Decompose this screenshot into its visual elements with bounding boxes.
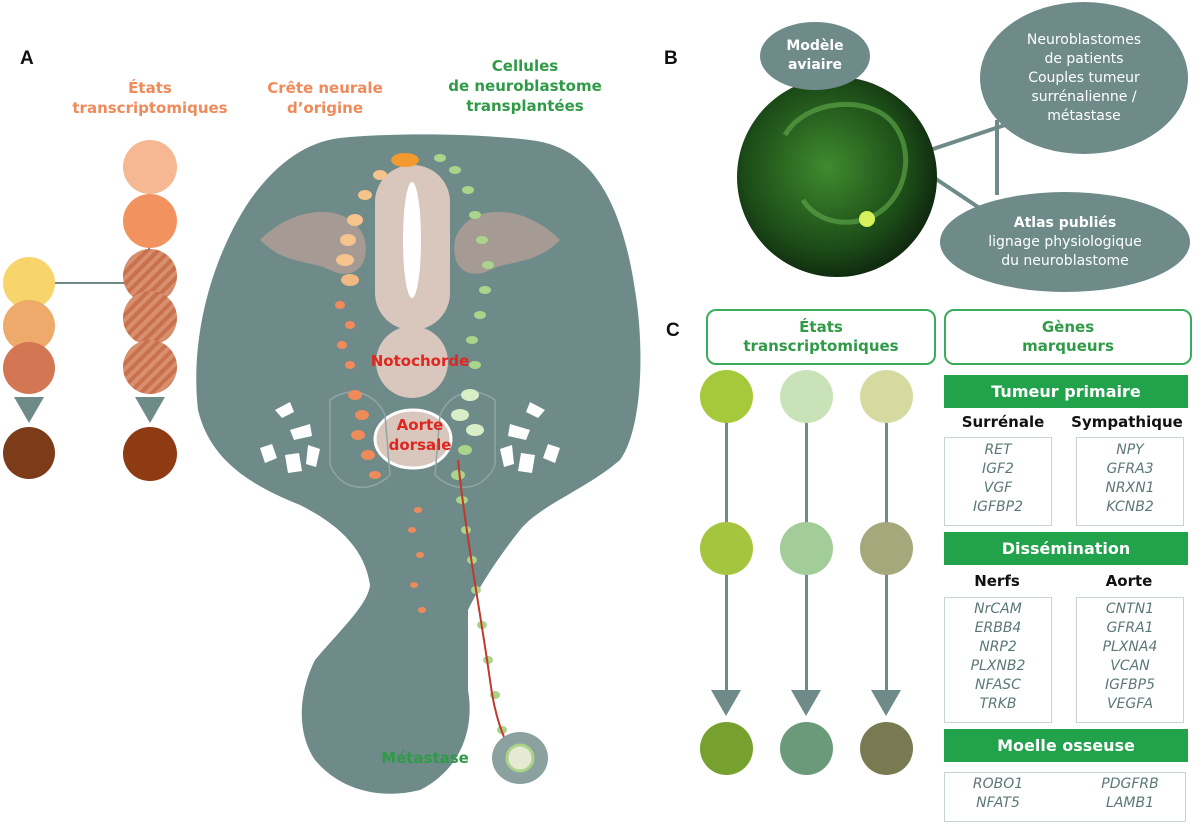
patients-bubble: Neuroblastomes de patients Couples tumeu… bbox=[980, 2, 1188, 154]
connector-line bbox=[929, 123, 1006, 152]
subheader-sympathique: Sympathique bbox=[1071, 413, 1183, 431]
genes-moelle-left: ROBO1 NFAT5 bbox=[945, 775, 1051, 813]
state-circle-c1-top bbox=[700, 370, 753, 423]
gene-label: NFAT5 bbox=[976, 795, 1020, 811]
gene-label: IGF2 bbox=[982, 461, 1014, 477]
arrow-down-icon bbox=[135, 397, 165, 423]
bar-dissemination: Dissémination bbox=[944, 532, 1188, 565]
subheader-aorte: Aorte bbox=[1105, 572, 1153, 590]
genes-surrenale-box: RET IGF2 VGF IGFBP2 bbox=[944, 437, 1052, 526]
gene-label: GFRA1 bbox=[1106, 620, 1154, 636]
arrow-down-icon bbox=[871, 690, 901, 716]
gene-label: VGF bbox=[983, 480, 1013, 496]
state-circle-2 bbox=[123, 194, 177, 248]
embryo-cross-section bbox=[196, 134, 641, 794]
genes-sympathique-box: NPY GFRA3 NRXN1 KCNB2 bbox=[1076, 437, 1184, 526]
gene-label: IGFBP2 bbox=[973, 499, 1023, 515]
subheader-surrenale: Surrénale bbox=[961, 413, 1045, 431]
gene-label: RET bbox=[984, 442, 1012, 458]
gene-label: ROBO1 bbox=[972, 776, 1024, 792]
atlas-title: Atlas publiés bbox=[1013, 214, 1117, 231]
header-etats: États transcriptomiques bbox=[706, 309, 936, 365]
gene-label: LAMB1 bbox=[1106, 795, 1154, 811]
subheader-nerfs: Nerfs bbox=[974, 572, 1020, 590]
panel-a-letter: A bbox=[20, 48, 34, 69]
dorsal-aorta bbox=[373, 408, 453, 470]
genes-nerfs-box: NrCAM ERBB4 NRP2 PLXNB2 NFASC TRKB bbox=[944, 597, 1052, 723]
gene-label: NPY bbox=[1116, 442, 1144, 458]
somite-right bbox=[454, 211, 560, 274]
crete-neurale-label: Crête neurale d’origine bbox=[267, 79, 383, 117]
gene-label: ERBB4 bbox=[974, 620, 1022, 636]
notochord bbox=[376, 326, 448, 398]
cellules-transplantees-label: Cellules de neuroblastome transplantées bbox=[448, 57, 602, 115]
header-genes: Gènes marqueurs bbox=[944, 309, 1192, 365]
bar-moelle-osseuse: Moelle osseuse bbox=[944, 729, 1188, 762]
state-circle-c2-bottom bbox=[780, 722, 833, 775]
gene-label: NRXN1 bbox=[1105, 480, 1155, 496]
aorte-dorsale-label: Aorte dorsale bbox=[388, 416, 452, 454]
gene-label: IGFBP5 bbox=[1105, 677, 1155, 693]
gene-label: PLXNB2 bbox=[970, 658, 1026, 674]
state-circle-hatched-2 bbox=[123, 291, 177, 345]
panel-b-letter: B bbox=[664, 48, 678, 69]
white-ducts bbox=[260, 402, 560, 473]
gene-label: VEGFA bbox=[1106, 696, 1154, 712]
metastasis-cluster bbox=[505, 743, 535, 773]
atlas-bubble: Atlas publiés lignage physiologique du n… bbox=[940, 192, 1190, 292]
state-circle-c2-top bbox=[780, 370, 833, 423]
gene-label: PLXNA4 bbox=[1102, 639, 1158, 655]
genes-aorte-box: CNTN1 GFRA1 PLXNA4 VCAN IGFBP5 VEGFA bbox=[1076, 597, 1184, 723]
etats-transcriptomiques-label: États transcriptomiques bbox=[72, 79, 228, 117]
metastase-label: Métastase bbox=[381, 749, 469, 767]
embryo-outline bbox=[782, 101, 909, 225]
panel-c-letter: C bbox=[666, 320, 680, 341]
gene-label: KCNB2 bbox=[1106, 499, 1154, 515]
notochorde-label: Notochorde bbox=[370, 352, 470, 370]
state-circle-c1-bottom bbox=[700, 722, 753, 775]
neural-canal bbox=[403, 182, 421, 298]
arrow-down-icon bbox=[14, 397, 44, 423]
arrow-down-icon bbox=[711, 690, 741, 716]
gene-label: NFASC bbox=[975, 677, 1021, 693]
gene-label: NRP2 bbox=[979, 639, 1017, 655]
arrow-down-icon bbox=[791, 690, 821, 716]
state-circle-c1-mid bbox=[700, 522, 753, 575]
gene-label: PDGFRB bbox=[1101, 776, 1159, 792]
gene-label: TRKB bbox=[979, 696, 1017, 712]
state-circle-terracotta bbox=[3, 342, 55, 394]
bar-tumeur-primaire: Tumeur primaire bbox=[944, 375, 1188, 408]
state-circle-c2-mid bbox=[780, 522, 833, 575]
state-circle-c3-mid bbox=[860, 522, 913, 575]
state-circle-hatched-3 bbox=[123, 340, 177, 394]
migration-trail bbox=[457, 459, 511, 751]
gene-label: GFRA3 bbox=[1106, 461, 1154, 477]
modele-aviaire-bubble: Modèle aviaire bbox=[760, 22, 870, 90]
state-circle-1 bbox=[123, 140, 177, 194]
gene-label: NrCAM bbox=[974, 601, 1022, 617]
gene-label: CNTN1 bbox=[1105, 601, 1155, 617]
genes-moelle-box: ROBO1 NFAT5 PDGFRB LAMB1 bbox=[944, 772, 1186, 822]
atlas-text: lignage physiologique du neuroblastome bbox=[988, 233, 1142, 269]
state-circle-c3-top bbox=[860, 370, 913, 423]
state-circle-c3-bottom bbox=[860, 722, 913, 775]
genes-moelle-right: PDGFRB LAMB1 bbox=[1077, 775, 1183, 813]
state-circle-final-right bbox=[123, 427, 177, 481]
embryo-fluorescence-image bbox=[737, 77, 937, 277]
state-circle-final-left bbox=[3, 427, 55, 479]
graft-spot bbox=[859, 211, 875, 227]
neural-crest-cells bbox=[335, 153, 426, 613]
gene-label: VCAN bbox=[1110, 658, 1150, 674]
lineage-branch-line bbox=[55, 282, 150, 284]
